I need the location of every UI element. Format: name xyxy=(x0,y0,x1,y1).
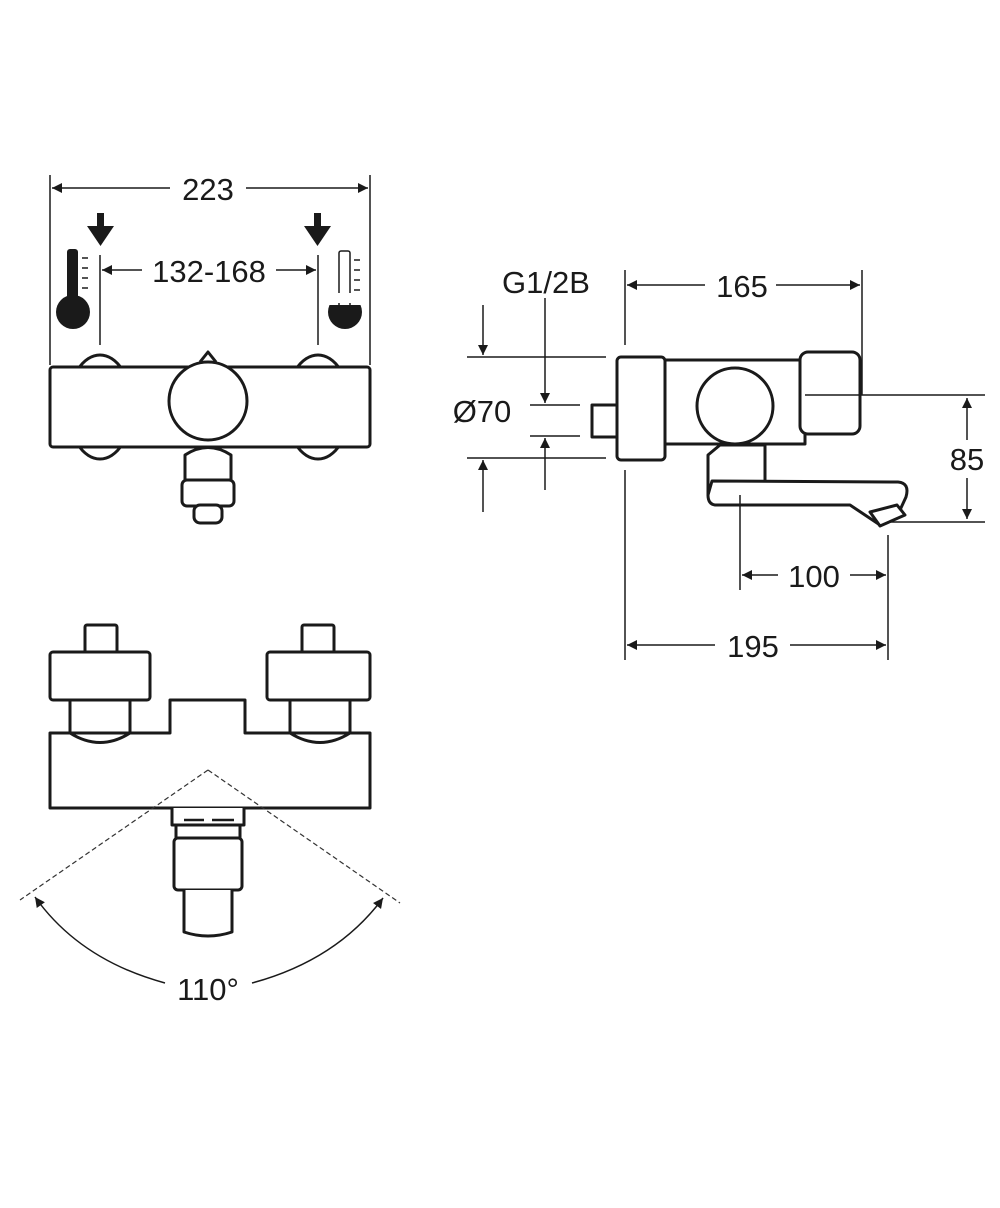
width-dimension: 223 xyxy=(182,172,234,207)
arrow-down-icon xyxy=(304,213,331,246)
angle-dimension: 110° xyxy=(177,972,239,1007)
spout-dimension: 100 xyxy=(788,559,840,594)
front-view: 223 132-168 xyxy=(48,172,372,525)
diameter-label: Ø70 xyxy=(453,394,512,429)
connection-dimension: 132-168 xyxy=(152,254,266,289)
height-dimension: 85 xyxy=(950,442,984,477)
thermometer-hot-icon xyxy=(56,249,90,329)
depth-dimension: 165 xyxy=(716,269,768,304)
total-depth-dimension: 195 xyxy=(727,629,779,664)
bottom-view: 110° xyxy=(19,623,401,1007)
thermometer-cold-icon xyxy=(325,250,365,329)
side-view: G1/2B 165 Ø70 85 xyxy=(453,265,985,664)
mixer-side-body xyxy=(590,350,909,528)
thread-label: G1/2B xyxy=(502,265,590,300)
mixer-front-body xyxy=(48,350,372,525)
arrow-down-icon xyxy=(87,213,114,246)
